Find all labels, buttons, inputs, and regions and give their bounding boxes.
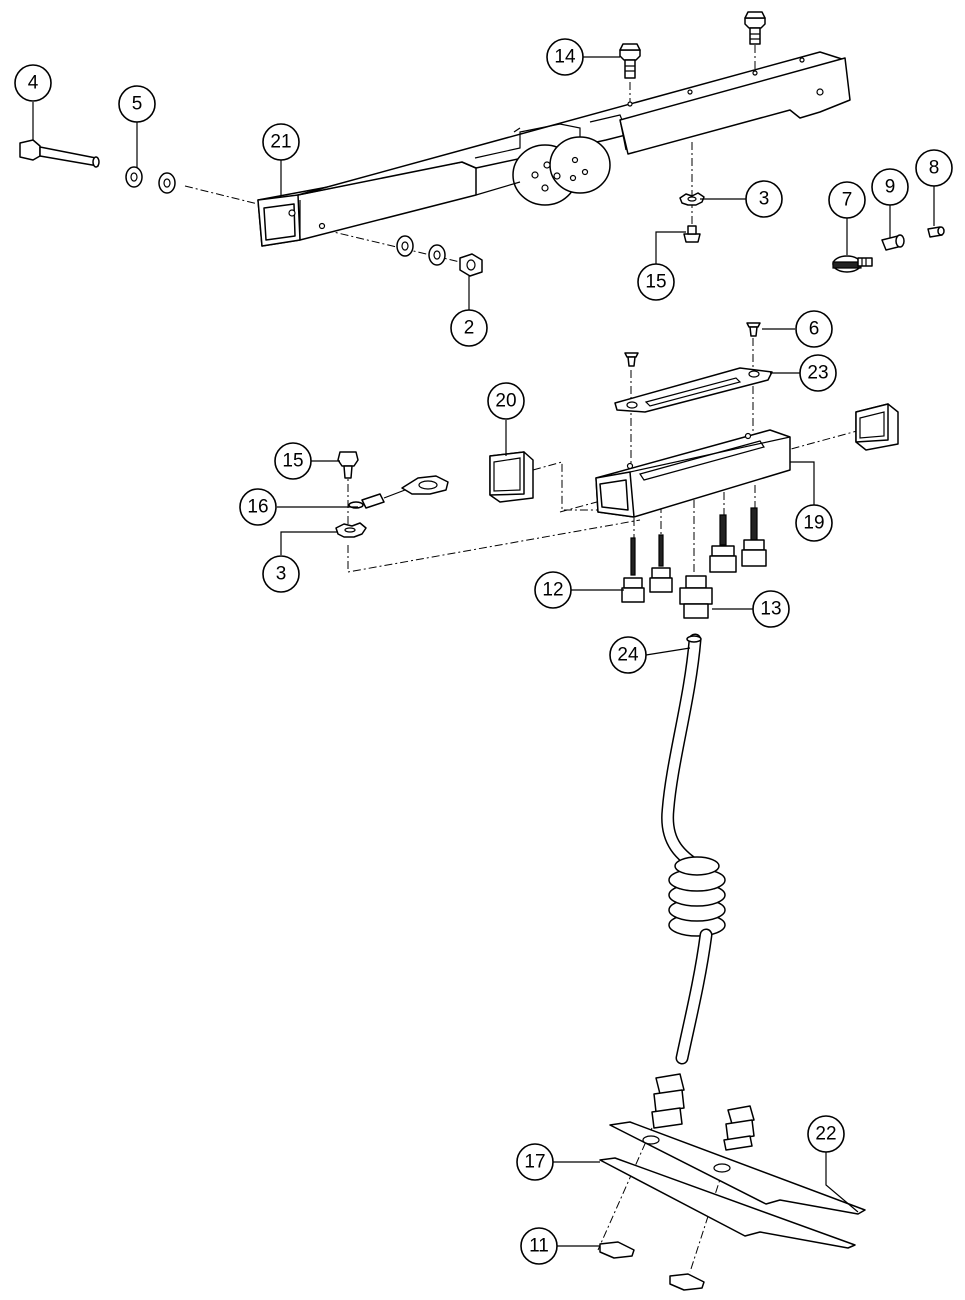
- callout-label: 13: [760, 599, 781, 620]
- frame-part-21: [257, 51, 851, 247]
- callout-8: 8: [915, 149, 953, 187]
- callout-2: 2: [450, 309, 488, 347]
- callout-15-upper: 15: [637, 263, 675, 301]
- callout-label: 16: [247, 497, 268, 518]
- callout-label: 8: [929, 158, 940, 179]
- callout-13: 13: [752, 590, 790, 628]
- gland-connectors-bottom: [651, 1073, 755, 1151]
- callout-7: 7: [828, 181, 866, 219]
- callout-15-lower: 15: [274, 442, 312, 480]
- clamp-part-7: [832, 255, 873, 273]
- leader-lines: [32, 56, 935, 1247]
- callout-12: 12: [534, 571, 572, 609]
- callout-22: 22: [807, 1115, 845, 1153]
- callout-label: 14: [554, 47, 576, 68]
- bolt-top-right: [744, 11, 766, 45]
- callouts: 4 5 21 14 3 15 2 7: [14, 38, 953, 1265]
- bolt-part-4: [19, 139, 100, 168]
- callout-label: 11: [529, 1236, 549, 1257]
- coiled-cord-part-24: [661, 633, 726, 1065]
- callout-label: 21: [270, 132, 291, 153]
- callout-label: 15: [645, 272, 666, 293]
- callout-20: 20: [487, 382, 525, 420]
- callout-5: 5: [118, 85, 156, 123]
- callout-9: 9: [871, 168, 909, 206]
- callout-label: 12: [542, 580, 563, 601]
- callout-3-lower: 3: [262, 555, 300, 593]
- screw-part-15-upper: [683, 225, 701, 243]
- lock-nut-part-11: [599, 1241, 705, 1291]
- callout-label: 24: [617, 645, 639, 666]
- end-cap-right: [855, 403, 899, 451]
- callout-label: 17: [524, 1152, 545, 1173]
- washers-and-nut-part-2: [396, 235, 483, 277]
- screw-part-15-lower: [337, 451, 359, 479]
- callout-label: 4: [28, 73, 39, 94]
- callout-16: 16: [239, 488, 277, 526]
- callout-11: 11: [520, 1227, 558, 1265]
- callout-label: 2: [464, 318, 475, 339]
- callout-label: 15: [282, 451, 303, 472]
- callout-label: 22: [815, 1124, 836, 1145]
- plug-part-8: [927, 226, 945, 238]
- callout-label: 23: [807, 363, 828, 384]
- callout-label: 19: [803, 513, 824, 534]
- callout-3-upper: 3: [745, 180, 783, 218]
- callout-21: 21: [262, 123, 300, 161]
- tube-part-19: [595, 429, 791, 518]
- callout-24: 24: [609, 636, 647, 674]
- callout-label: 20: [495, 391, 516, 412]
- callout-label: 5: [132, 94, 143, 115]
- cap-part-9: [881, 234, 905, 251]
- callout-4: 4: [14, 64, 52, 102]
- ground-wire-part-16: [348, 475, 449, 509]
- callout-label: 7: [842, 190, 853, 211]
- connectors-part-12-13: [621, 507, 767, 619]
- callout-label: 3: [759, 189, 770, 210]
- callout-label: 9: [885, 177, 896, 198]
- star-washer-part-3-lower: [335, 522, 367, 538]
- gasket-part-17: [599, 1157, 856, 1249]
- callout-23: 23: [799, 354, 837, 392]
- end-cap-part-20: [489, 451, 534, 503]
- plate-part-22: [609, 1121, 866, 1215]
- rivet-part-6: [746, 322, 761, 337]
- callout-6: 6: [795, 310, 833, 348]
- callout-14: 14: [546, 38, 584, 76]
- callout-17: 17: [516, 1143, 554, 1181]
- bolt-part-14: [619, 43, 641, 79]
- callout-19: 19: [795, 504, 833, 542]
- callout-label: 3: [276, 564, 287, 585]
- rivet-left: [624, 352, 639, 367]
- cover-strip-part-23: [614, 367, 773, 413]
- callout-label: 6: [809, 319, 820, 340]
- washer-part-5: [125, 166, 176, 194]
